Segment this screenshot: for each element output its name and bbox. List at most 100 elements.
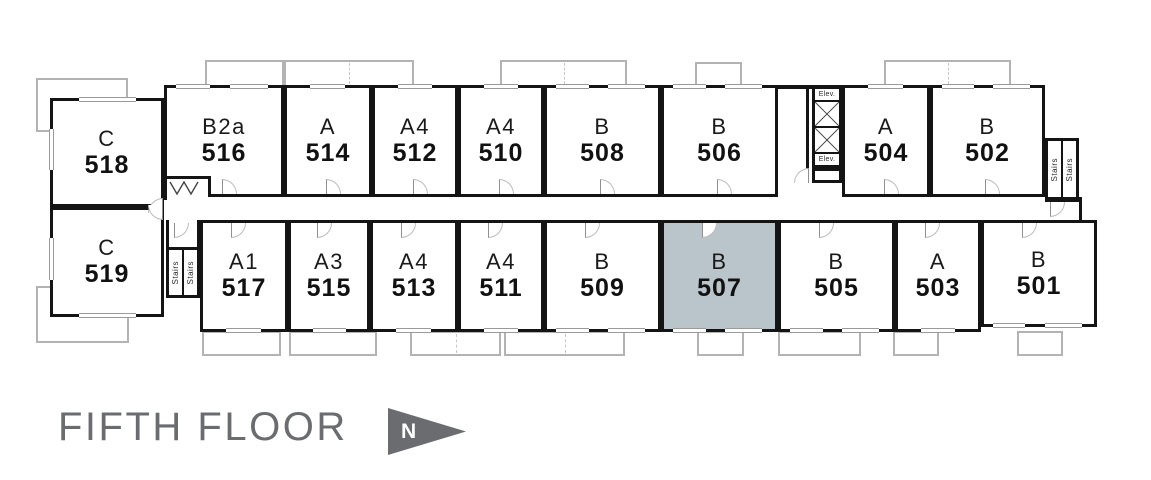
room-number-label: 508 xyxy=(580,139,625,167)
stairs-run: Stairs xyxy=(1061,141,1076,199)
room-number-label: 504 xyxy=(863,139,909,167)
balcony-outline xyxy=(893,331,939,356)
room-type-label: A4 xyxy=(400,114,430,139)
wall-segment xyxy=(778,85,845,89)
window xyxy=(868,84,903,89)
room-type-label: A4 xyxy=(399,249,429,274)
room-type-label: B xyxy=(594,249,611,274)
balcony-outline xyxy=(697,331,744,356)
room-number-label: 503 xyxy=(915,274,961,302)
room-number-label: 516 xyxy=(201,139,247,167)
room-type-label: A xyxy=(319,114,337,139)
closet-zigzag-icon xyxy=(169,181,199,196)
room-number-label: 501 xyxy=(1016,271,1062,300)
balcony-outline xyxy=(884,60,1011,87)
room-type-label: C xyxy=(98,125,116,151)
stairs-run: Stairs xyxy=(169,250,182,295)
room-number-label: 506 xyxy=(697,139,742,167)
window xyxy=(484,84,518,89)
room-number-label: 519 xyxy=(84,260,130,288)
door-arc-icon xyxy=(794,168,809,183)
room-number-label: 518 xyxy=(84,150,130,179)
room-type-label: B xyxy=(711,114,728,139)
window xyxy=(993,323,1025,328)
room-type-label: A xyxy=(929,249,947,274)
room-type-label: B xyxy=(1030,246,1048,272)
room-type-label: B xyxy=(594,114,611,139)
window xyxy=(398,84,432,89)
room-type-label: B2a xyxy=(202,114,246,139)
window xyxy=(396,328,431,333)
room-type-label: A3 xyxy=(314,249,344,274)
window xyxy=(1045,323,1082,328)
room-type-label: A xyxy=(877,114,895,139)
room-number-label: 515 xyxy=(306,274,352,302)
balcony-outline xyxy=(500,60,627,87)
window xyxy=(556,84,589,89)
window xyxy=(176,84,210,89)
balcony-outline xyxy=(410,331,501,356)
window xyxy=(673,84,706,89)
room-number-label: 505 xyxy=(814,274,859,302)
wall-segment xyxy=(161,197,167,200)
window xyxy=(842,328,879,333)
window xyxy=(49,129,54,170)
window xyxy=(49,238,54,280)
window xyxy=(79,97,136,102)
room-type-label: C xyxy=(98,235,116,260)
wall-segment xyxy=(806,88,809,170)
balcony-outline xyxy=(504,331,625,356)
room-type-label: A4 xyxy=(486,249,516,274)
balcony-outline xyxy=(202,331,281,356)
stairs-run: Stairs xyxy=(182,250,197,295)
room-type-label: B xyxy=(828,249,845,274)
balcony-divider xyxy=(349,63,350,84)
window xyxy=(608,328,645,333)
elevator-label: Elev. xyxy=(818,156,836,163)
balcony-divider xyxy=(947,63,949,84)
elevator-label: Elev. xyxy=(818,91,836,98)
stairs-label: Stairs xyxy=(1050,158,1059,182)
balcony-outline xyxy=(205,60,284,87)
room-number-label: 511 xyxy=(479,274,523,302)
window xyxy=(790,328,823,333)
room-number-label: 513 xyxy=(391,274,437,302)
window xyxy=(79,313,136,318)
north-arrow-icon: N xyxy=(388,408,466,455)
elevator-block: Elev. Elev. xyxy=(812,86,842,168)
room-number-label: 512 xyxy=(392,139,438,167)
room-type-label: B xyxy=(979,114,996,139)
room-number-label: 514 xyxy=(305,139,351,167)
room-type-label: A1 xyxy=(229,249,259,274)
balcony-divider xyxy=(564,334,566,353)
room-number-label: 509 xyxy=(580,274,625,302)
window xyxy=(226,328,261,333)
north-label: N xyxy=(401,420,417,443)
stairs-label: Stairs xyxy=(171,260,180,285)
balcony-outline xyxy=(1017,331,1063,356)
elevator-shaft-icon xyxy=(815,128,839,154)
window xyxy=(725,328,762,333)
window xyxy=(673,328,706,333)
balcony-divider xyxy=(563,63,565,84)
